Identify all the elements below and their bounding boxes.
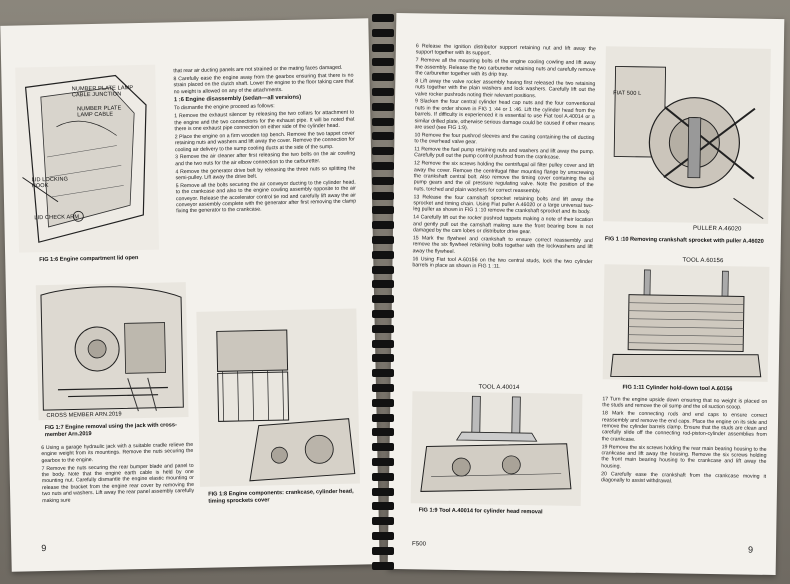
label-cable-junction: CABLE JUNCTION bbox=[71, 91, 122, 99]
binding-ring bbox=[372, 310, 394, 318]
figure-1-6-illustration bbox=[15, 64, 160, 253]
binding-ring bbox=[372, 132, 394, 141]
binding-ring bbox=[372, 532, 394, 540]
binding-ring bbox=[372, 14, 394, 22]
binding-ring bbox=[372, 428, 394, 437]
binding-ring bbox=[372, 28, 394, 37]
paragraph: 14 Carefully lift out the rocker pushrod… bbox=[412, 214, 594, 236]
binding-ring bbox=[372, 502, 394, 511]
binding-ring bbox=[372, 546, 394, 555]
label-tool-a60156: TOOL A.60156 bbox=[682, 257, 724, 265]
binding-ring bbox=[372, 324, 394, 333]
binding-ring bbox=[372, 413, 394, 422]
left-page-number: 9 bbox=[41, 543, 47, 554]
binding-ring bbox=[372, 221, 394, 230]
binding-ring bbox=[372, 102, 394, 111]
figure-1-7-illustration bbox=[35, 282, 189, 421]
binding-ring bbox=[372, 384, 394, 392]
figure-1-11-illustration bbox=[602, 264, 770, 382]
puller-drawing bbox=[613, 65, 764, 220]
left-page: NUMBER PLATE LAMP CABLE JUNCTION NUMBER … bbox=[0, 18, 380, 572]
binding-ring bbox=[372, 206, 394, 215]
binding-ring bbox=[372, 73, 394, 82]
paragraph: 5 Remove all the bolts securing the air … bbox=[175, 179, 357, 215]
figure-1-7-caption: FIG 1:7 Engine removal using the jack wi… bbox=[44, 422, 177, 438]
binding-ring bbox=[372, 295, 394, 304]
text-column-top-right: that rear air ducting panels are not str… bbox=[173, 65, 356, 217]
binding-ring bbox=[372, 517, 394, 526]
paragraph: 18 Mark the connecting rods and end caps… bbox=[601, 410, 768, 443]
paragraph: 8 Carefully ease the engine away from th… bbox=[173, 72, 354, 95]
figure-1-10-caption: FIG 1 :10 Removing crankshaft sprocket w… bbox=[604, 236, 764, 245]
binding-ring bbox=[372, 265, 394, 274]
figure-1-9-illustration bbox=[410, 391, 583, 506]
paragraph: 8 Lift away the valve rocker assembly ha… bbox=[415, 78, 596, 99]
binding-ring bbox=[372, 339, 394, 348]
binding-ring bbox=[372, 191, 394, 200]
engine-components-drawing bbox=[216, 329, 356, 482]
paragraph: 1 Remove the exhaust silencer by releasi… bbox=[174, 109, 355, 133]
figure-1-8-illustration bbox=[196, 308, 360, 487]
figure-1-11-caption: FIG 1:11 Cylinder hold-down tool A.60156 bbox=[622, 384, 733, 393]
label-fiat-500-l: FIAT 500 L bbox=[613, 90, 642, 97]
paragraph: 6 Release the ignition distributor suppo… bbox=[415, 43, 596, 57]
binding-ring bbox=[372, 176, 394, 185]
paragraph: 6 Using a garage hydraulic jack with a s… bbox=[41, 441, 194, 464]
paragraph: 10 Remove the four pushrod sleeves and t… bbox=[414, 132, 595, 146]
binding-ring bbox=[372, 162, 394, 170]
binding-ring bbox=[372, 369, 394, 378]
text-column-right-bottom: 17 Turn the engine upside down ensuring … bbox=[601, 396, 767, 487]
label-lid-check-arm: LID CHECK ARM bbox=[34, 214, 80, 222]
binding-ring bbox=[372, 472, 394, 481]
label-hook: HOOK bbox=[31, 182, 49, 190]
label-puller: PULLER A.46020 bbox=[692, 225, 742, 233]
figure-1-8-caption: FIG 1:8 Engine components: crankcase, cy… bbox=[208, 488, 354, 505]
label-tool-a40014: TOOL A.40014 bbox=[478, 384, 520, 391]
paragraph: 20 Carefully ease the crankshaft from th… bbox=[601, 470, 767, 485]
binding-ring bbox=[372, 487, 394, 496]
paragraph: 16 Using Fiat tool A.60156 on the two ce… bbox=[412, 255, 593, 270]
binding-ring bbox=[372, 443, 394, 452]
footer-code: F500 bbox=[411, 541, 427, 548]
cylinder-head-tool-drawing bbox=[420, 395, 572, 492]
binding-ring bbox=[372, 147, 394, 156]
binding-ring bbox=[372, 280, 394, 289]
figure-1-9-caption: FIG 1:9 Tool A.40014 for cylinder head r… bbox=[418, 507, 543, 516]
binding-ring bbox=[372, 561, 394, 570]
right-page-number: 9 bbox=[747, 544, 754, 555]
binding-ring bbox=[372, 354, 394, 363]
binding-ring bbox=[372, 236, 394, 244]
paragraph: 7 Remove all the mounting bolts of the e… bbox=[415, 57, 596, 78]
paragraph: 15 Mark the flywheel and crankshaft to e… bbox=[412, 235, 593, 255]
figure-1-6-caption: FIG 1:6 Engine compartment lid open bbox=[39, 255, 139, 264]
binding-ring bbox=[372, 250, 394, 259]
label-lamp-cable: LAMP CABLE bbox=[77, 111, 114, 119]
text-column-main: 6 Release the ignition distributor suppo… bbox=[412, 43, 596, 273]
paragraph: 9 Slacken the four central cylinder head… bbox=[414, 98, 596, 132]
right-page: 6 Release the ignition distributor suppo… bbox=[387, 12, 785, 576]
paragraph: 12 Remove the six screws holding the cen… bbox=[413, 160, 595, 195]
engine-removal-drawing bbox=[40, 286, 184, 412]
binding-ring bbox=[372, 88, 394, 96]
paragraph: 17 Turn the engine upside down ensuring … bbox=[602, 396, 768, 411]
engine-lid-drawing bbox=[22, 74, 147, 243]
binding-ring bbox=[372, 458, 394, 466]
paragraph: 11 Remove the fuel pump retaining nuts a… bbox=[414, 146, 595, 162]
paragraph: 7 Remove the nuts securing the rear bump… bbox=[41, 462, 195, 504]
binding-ring bbox=[372, 117, 394, 126]
binding-ring bbox=[372, 398, 394, 407]
spiral-binding bbox=[372, 8, 394, 578]
paragraph: 2 Place the engine on a firm wooden top … bbox=[174, 130, 355, 153]
cylinder-hold-down-drawing bbox=[610, 269, 762, 378]
binding-ring bbox=[372, 43, 394, 52]
paragraph: 19 Remove the six screws holding the rea… bbox=[601, 443, 767, 470]
paragraph: 13 Release the four camshaft sprocket re… bbox=[413, 193, 594, 216]
figure-1-10-illustration bbox=[603, 46, 771, 224]
text-column-bottom-left: 6 Using a garage hydraulic jack with a s… bbox=[41, 442, 194, 506]
binding-ring bbox=[372, 58, 394, 67]
